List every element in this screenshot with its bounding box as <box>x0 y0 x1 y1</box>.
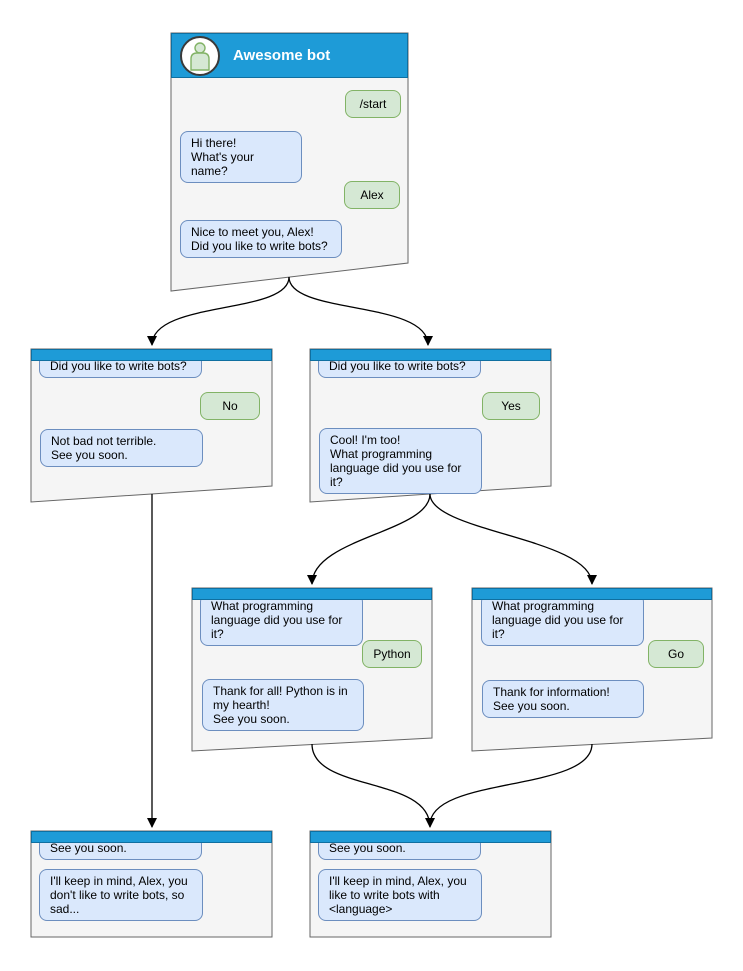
branch-python-answer: Python <box>362 640 422 668</box>
message-user-name: Alex <box>344 181 400 209</box>
end-yes-reply: I'll keep in mind, Alex, you like to wri… <box>318 869 482 921</box>
bot-title: Awesome bot <box>233 47 331 64</box>
bot-avatar <box>180 35 220 76</box>
branch-go-answer: Go <box>648 640 704 668</box>
branch-yes-answer: Yes <box>482 392 540 420</box>
branch-go-reply: Thank for information! See you soon. <box>482 680 644 718</box>
branch-yes-reply: Cool! I'm too! What programming language… <box>319 428 482 494</box>
branch-python-header <box>192 588 432 600</box>
branch-no-header <box>31 349 272 361</box>
branch-python-reply: Thank for all! Python is in my hearth! S… <box>202 679 364 731</box>
connector-yes-to-go <box>429 493 597 585</box>
message-bot-question: Nice to meet you, Alex! Did you like to … <box>180 220 342 258</box>
branch-yes-header <box>310 349 551 361</box>
main-window-header: Awesome bot <box>171 33 408 78</box>
connector-python-to-end-yes <box>311 743 435 828</box>
message-bot-greeting: Hi there! What's your name? <box>180 131 302 183</box>
end-no-reply: I'll keep in mind, Alex, you don't like … <box>39 869 203 921</box>
connector-go-to-end-yes <box>429 743 593 826</box>
connector-main-to-no <box>147 276 290 346</box>
person-icon <box>190 41 210 71</box>
end-no-header <box>31 831 272 843</box>
message-user-start: /start <box>345 90 401 118</box>
end-yes-header <box>310 831 551 843</box>
branch-no-answer: No <box>200 392 260 420</box>
branch-go-question: What programming language did you use fo… <box>481 594 644 646</box>
branch-no-reply: Not bad not terrible. See you soon. <box>40 429 203 467</box>
branch-go-header <box>472 588 712 600</box>
connector-yes-to-python <box>307 493 431 585</box>
connector-main-to-yes <box>288 276 433 346</box>
branch-python-question: What programming language did you use fo… <box>200 594 363 646</box>
